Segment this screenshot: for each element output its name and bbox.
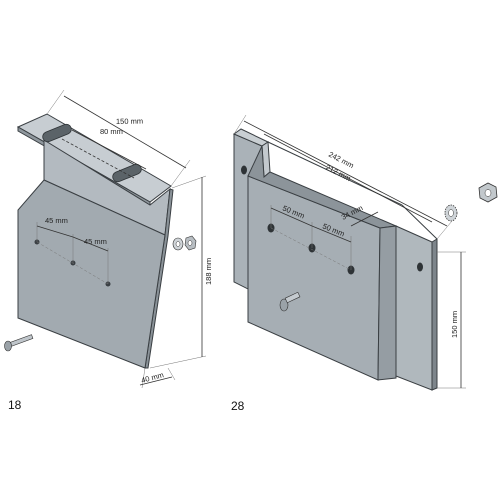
slot-left (42, 123, 72, 143)
bracket-28-right-flange (395, 225, 433, 391)
slot-right (112, 163, 142, 183)
washer-nut-28 (444, 182, 498, 222)
figure-label-28: 28 (231, 399, 245, 413)
dim-18-height: 188 mm (204, 258, 213, 285)
dim-18-hole-spacing-left: 45 mm (45, 216, 68, 225)
dim-28-height: 150 mm (450, 311, 459, 338)
bracket-28-right-wall (377, 225, 397, 381)
dim-18-hole-spacing-right: 45 mm (84, 237, 107, 246)
screw-18 (4, 334, 34, 352)
dim-18-slot-spacing: 80 mm (100, 127, 123, 136)
flange-hole-left (241, 165, 247, 175)
figure-label-18: 18 (8, 398, 22, 412)
dim-18-width: 150 mm (116, 117, 143, 126)
bracket-28: 242 mm 212 mm 50 mm 50 mm 34 mm 150 mm 2… (231, 114, 498, 413)
bracket-18-front-panel (17, 179, 166, 369)
bracket-18: 150 mm 80 mm 45 mm 45 mm 188 mm 40 mm 18 (4, 89, 213, 412)
bolt-28 (279, 291, 301, 312)
dim-18-depth: 40 mm (140, 370, 164, 385)
flange-hole-right (417, 262, 423, 272)
nut-washer-18 (172, 235, 197, 251)
